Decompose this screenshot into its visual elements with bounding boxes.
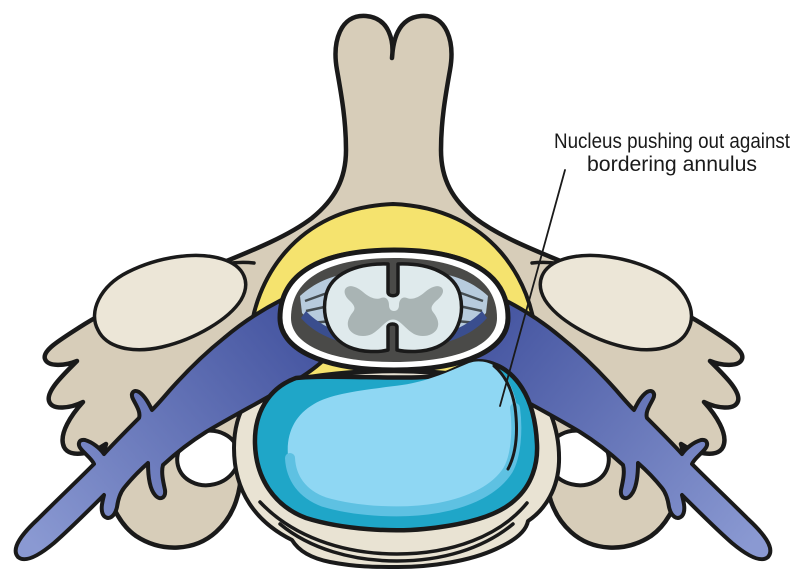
bulge-border-line [492, 364, 519, 471]
annotation-group: Nucleus pushing out against bordering an… [499, 130, 790, 407]
intervertebral-disc-group [252, 359, 540, 533]
left-spinal-nerve-root [13, 286, 339, 562]
right-articular-facet [538, 253, 694, 352]
nerve-roots-group [13, 286, 773, 562]
annotation-text-line2: bordering annulus [587, 153, 757, 176]
body-endplate-line-lower [278, 522, 515, 563]
annotation-text-line1: Nucleus pushing out against [554, 130, 790, 153]
leader-line [499, 169, 566, 407]
nucleus-pulposus-with-bulge [287, 361, 519, 511]
spinal-canal-group [277, 247, 511, 373]
gray-matter-butterfly [344, 286, 444, 337]
body-endplate-line-upper [258, 500, 529, 556]
left-articular-facet [92, 253, 248, 352]
